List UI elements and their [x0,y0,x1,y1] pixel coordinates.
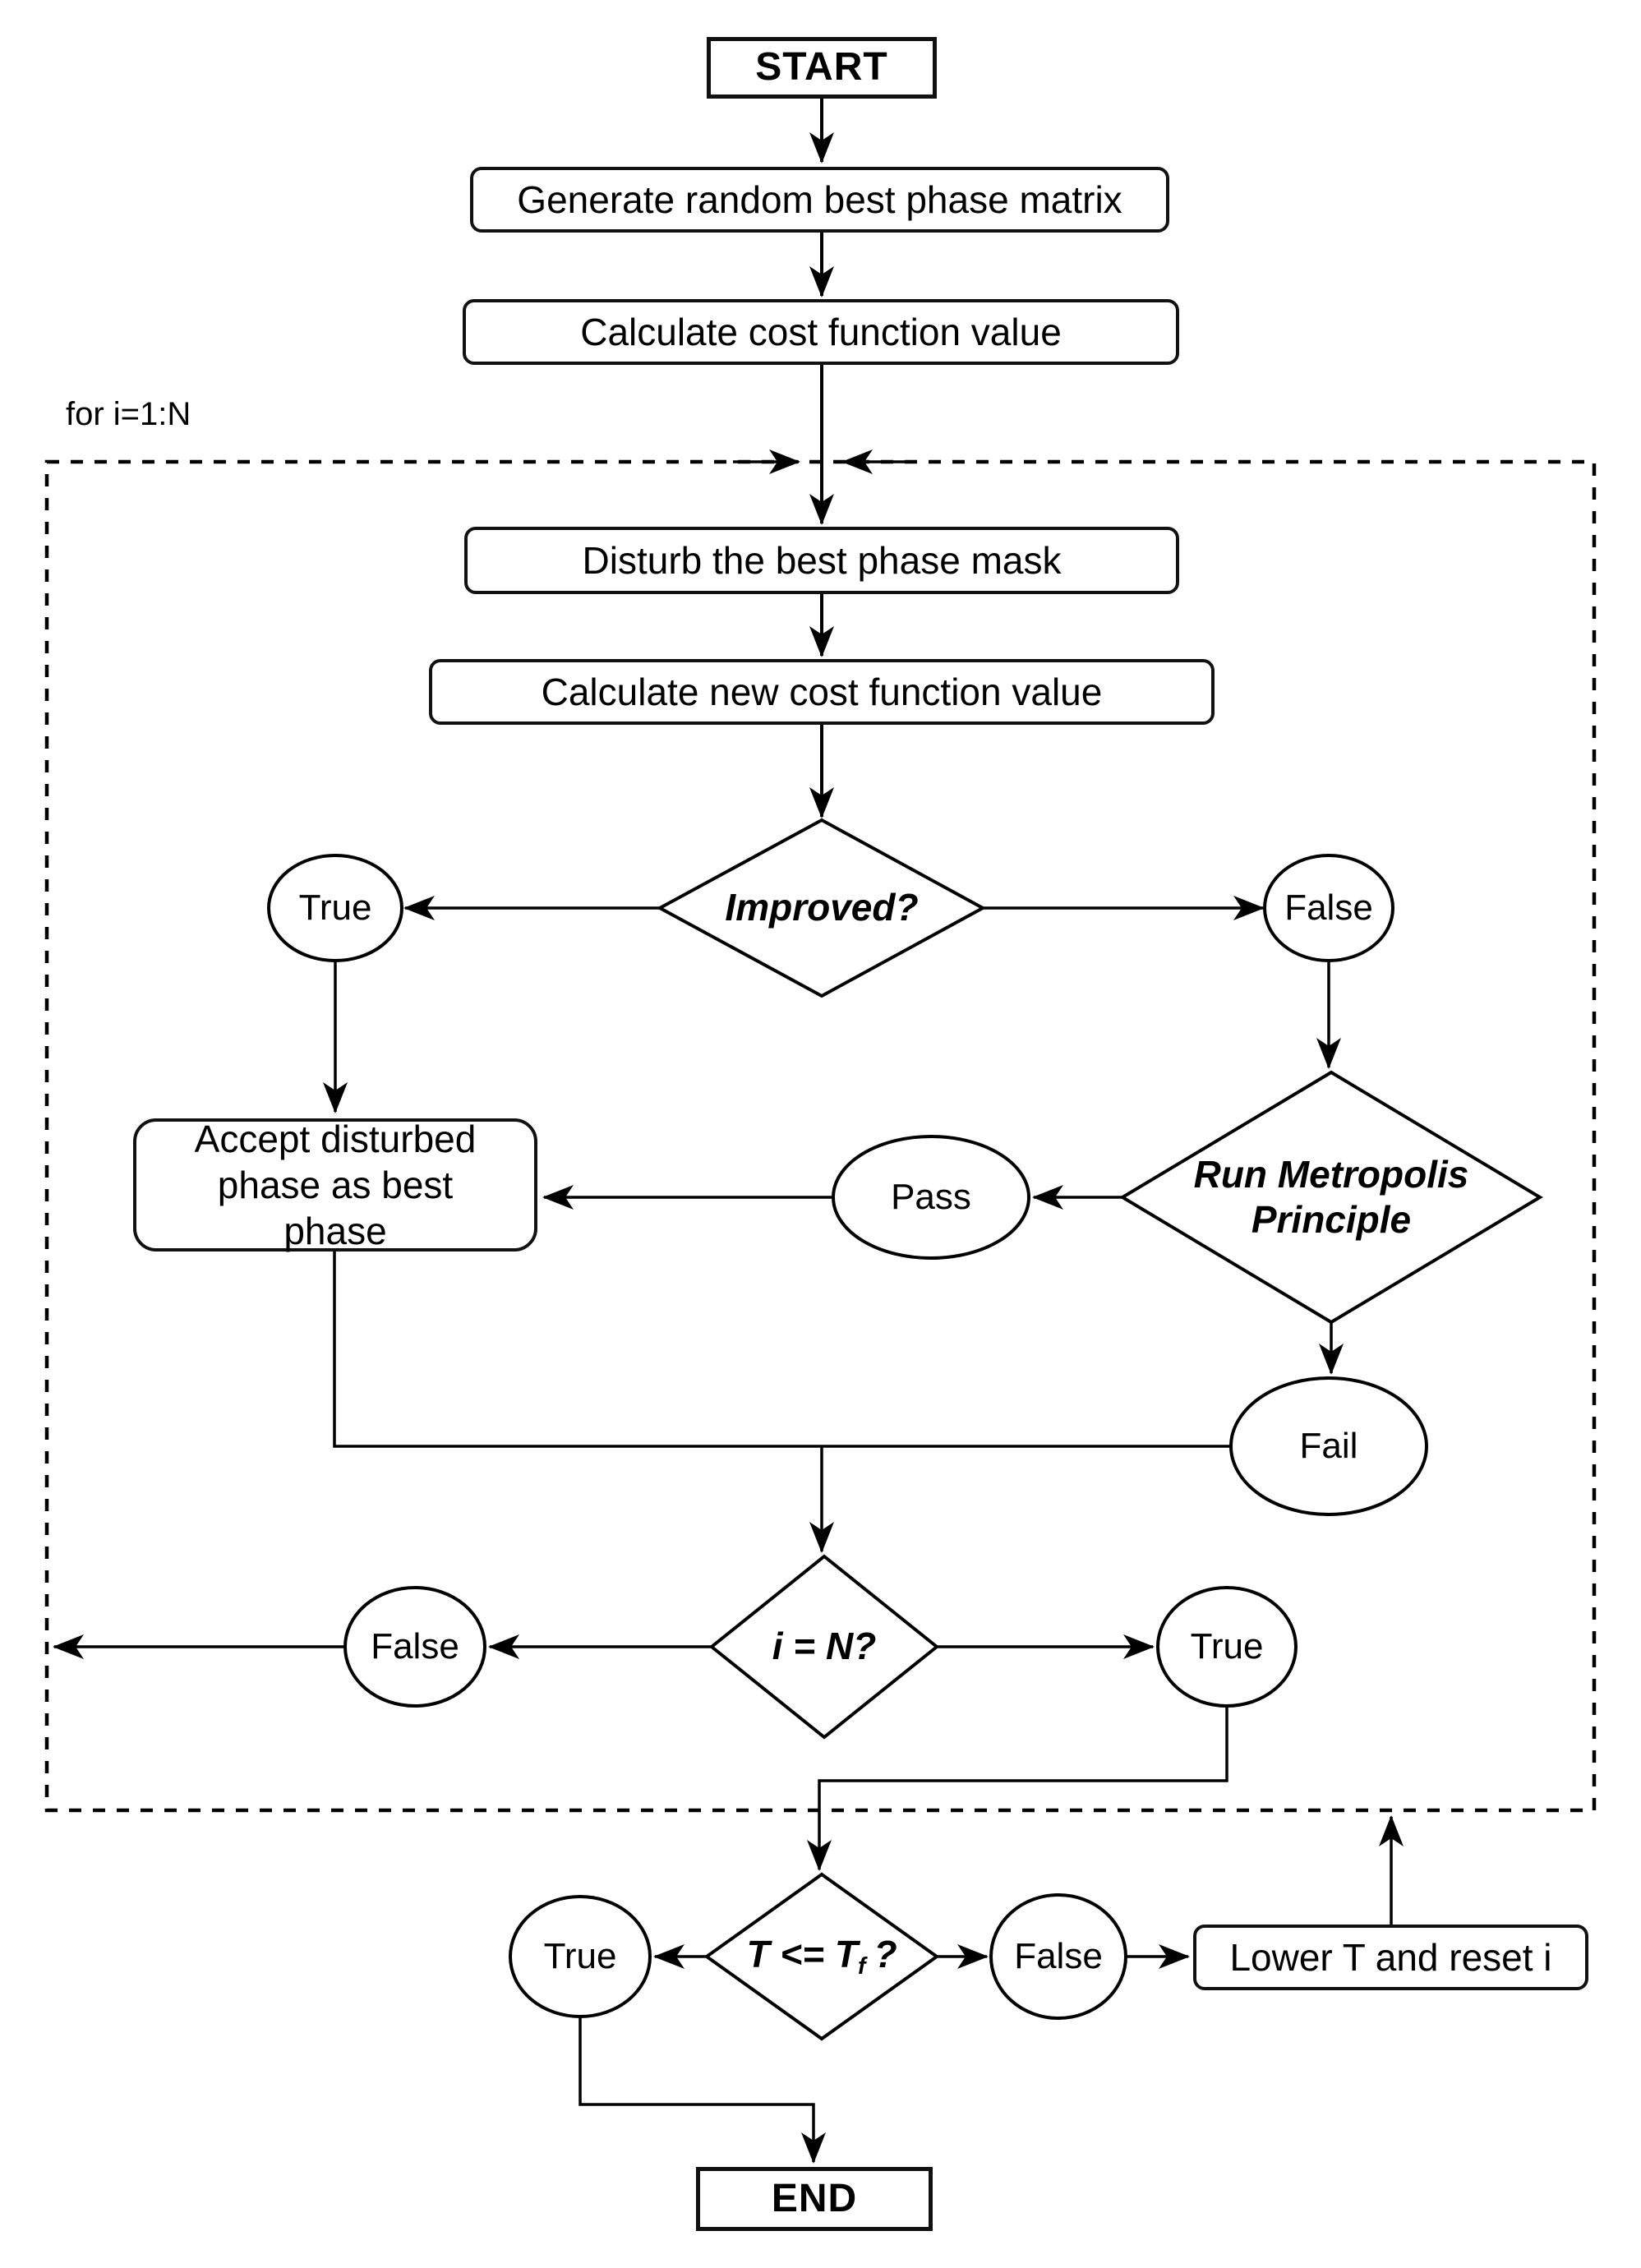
arrow-itertrue-to-tempcheck [807,1706,1228,1871]
fail-ellipse [1229,1376,1428,1516]
pass-ellipse [832,1135,1030,1260]
line-accept-fail-merge [333,1252,1231,1448]
temp-true-ellipse [509,1895,652,2018]
generate-node: Generate random best phase matrix [470,167,1169,233]
iter-true-ellipse [1156,1586,1298,1708]
lower-t-node: Lower T and reset i [1193,1925,1588,1990]
metropolis-decision-shape [1119,1070,1543,1325]
accept-node: Accept disturbed phase as best phase [133,1118,537,1252]
improved-false-ellipse [1263,854,1394,962]
improved-true-ellipse [267,854,403,962]
end-node: END [696,2167,933,2231]
loop-label: for i=1:N [66,396,191,432]
iter-false-ellipse [343,1586,486,1708]
start-node: START [707,37,937,99]
disturb-node: Disturb the best phase mask [464,527,1179,594]
improved-decision-shape [656,818,987,998]
iter-check-decision-shape [708,1554,940,1740]
temp-false-ellipse [989,1893,1127,2020]
calc-cost-node: Calculate cost function value [463,299,1179,365]
temp-check-decision-shape [703,1872,940,2041]
calc-new-cost-node: Calculate new cost function value [429,659,1215,725]
arrow-temptrue-to-end [578,2017,826,2164]
